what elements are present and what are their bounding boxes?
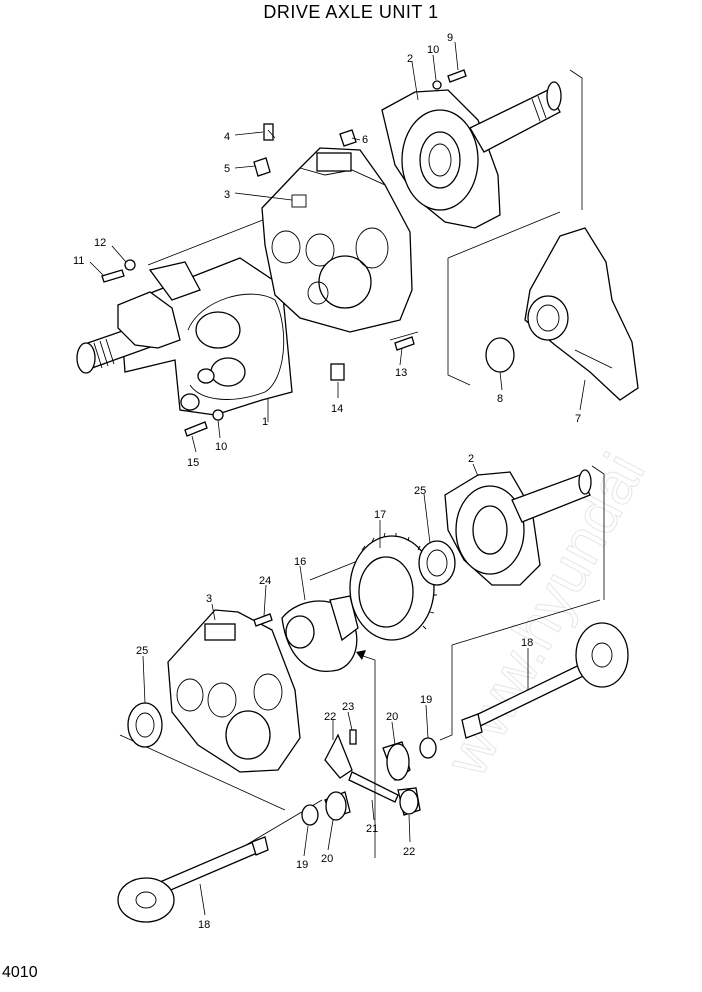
callout-21: 21 <box>366 823 378 835</box>
callout-6: 6 <box>362 134 368 146</box>
callout-9: 9 <box>447 32 453 44</box>
o-ring-part <box>485 337 515 373</box>
callout-10-top: 10 <box>427 44 439 56</box>
center-housing-part-bottom <box>167 609 301 773</box>
callout-18-right: 18 <box>521 637 533 649</box>
callout-24: 24 <box>259 575 271 587</box>
callout-5: 5 <box>224 163 230 175</box>
callout-8: 8 <box>497 393 503 405</box>
callout-19-right: 19 <box>420 694 432 706</box>
callout-25-right: 25 <box>414 485 426 497</box>
fittings-and-pins <box>253 123 415 381</box>
callout-4: 4 <box>224 131 230 143</box>
seal-part-left <box>127 702 163 748</box>
callout-labels: 1 2 2 3 3 4 5 6 7 8 9 10 10 11 12 13 14 … <box>73 32 581 931</box>
right-axle-housing-part-top <box>381 81 562 229</box>
leader-lines <box>89 41 586 916</box>
phantom-lines-top <box>147 69 583 386</box>
callout-19-left: 19 <box>296 859 308 871</box>
callout-18-left: 18 <box>198 919 210 931</box>
axle-shaft-left-part <box>117 836 269 923</box>
callout-17: 17 <box>374 509 386 521</box>
callout-12: 12 <box>94 237 106 249</box>
right-axle-housing-part-bottom <box>444 469 592 586</box>
callout-22-top: 22 <box>324 711 336 723</box>
callout-22-bottom: 22 <box>403 846 415 858</box>
ring-gear-part <box>349 532 437 641</box>
callout-15: 15 <box>187 457 199 469</box>
diagram-title: DRIVE AXLE UNIT 1 <box>263 2 439 22</box>
callout-10-bottom: 10 <box>215 441 227 453</box>
callout-20-bottom: 20 <box>321 853 333 865</box>
callout-2-bottom: 2 <box>468 453 474 465</box>
center-housing-part <box>261 147 413 333</box>
callout-13: 13 <box>395 367 407 379</box>
callout-3-bottom: 3 <box>206 593 212 605</box>
assembly-arrow <box>356 650 376 858</box>
callout-23: 23 <box>342 701 354 713</box>
callout-1: 1 <box>262 416 268 428</box>
callout-11: 11 <box>73 255 84 267</box>
axle-shaft-right-part <box>461 622 629 739</box>
mounting-bracket-part <box>524 227 639 401</box>
phantom-lines-bottom <box>119 465 605 846</box>
bearing-part-right <box>418 540 456 586</box>
callout-7: 7 <box>575 413 581 425</box>
callout-2-top: 2 <box>407 53 413 65</box>
callout-20-top: 20 <box>386 711 398 723</box>
left-axle-housing-part <box>76 257 293 416</box>
differential-gears-part <box>301 729 437 826</box>
callout-16: 16 <box>294 556 306 568</box>
callout-25-left: 25 <box>136 645 148 657</box>
page-number: 4010 <box>2 964 38 981</box>
callout-14: 14 <box>331 403 343 415</box>
differential-case-part <box>253 595 359 672</box>
callout-3-top: 3 <box>224 189 230 201</box>
